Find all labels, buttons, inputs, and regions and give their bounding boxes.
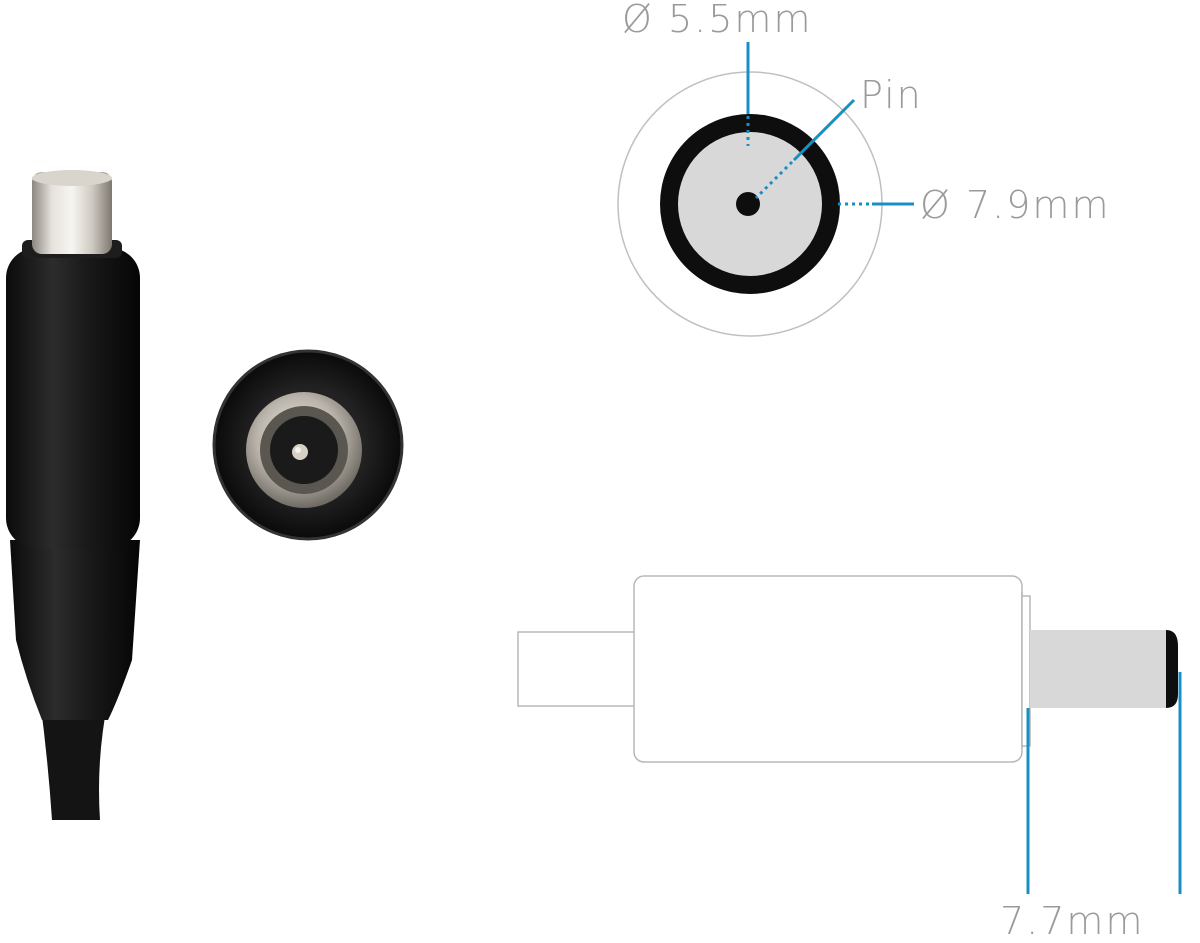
outer-diameter-label: Ø 7.9mm: [920, 183, 1111, 227]
pin-dotted: [754, 160, 794, 200]
tip-end: [1166, 630, 1178, 708]
tip-length-label: 7.7mm: [1000, 899, 1145, 943]
plug-side-view: [6, 170, 140, 820]
center-pin-dot: [736, 192, 760, 216]
plug-front-view: [212, 349, 404, 541]
center-pin-highlight: [295, 447, 301, 453]
side-profile-diagram: [517, 575, 1182, 894]
inner-diameter-label: Ø 5.5mm: [622, 0, 813, 41]
pin-leader: [792, 98, 856, 162]
metal-tip-top: [32, 170, 112, 186]
cable: [40, 700, 108, 820]
pin-label: Pin: [860, 73, 923, 117]
plug-body: [6, 248, 140, 548]
cross-section-diagram: [617, 42, 914, 337]
body-outline: [633, 575, 1023, 763]
tip-barrel: [1030, 630, 1166, 708]
metal-tip: [32, 172, 112, 254]
cable-stub-outline: [517, 631, 639, 707]
plug-face-rim: [212, 349, 404, 541]
strain-relief: [10, 540, 140, 720]
